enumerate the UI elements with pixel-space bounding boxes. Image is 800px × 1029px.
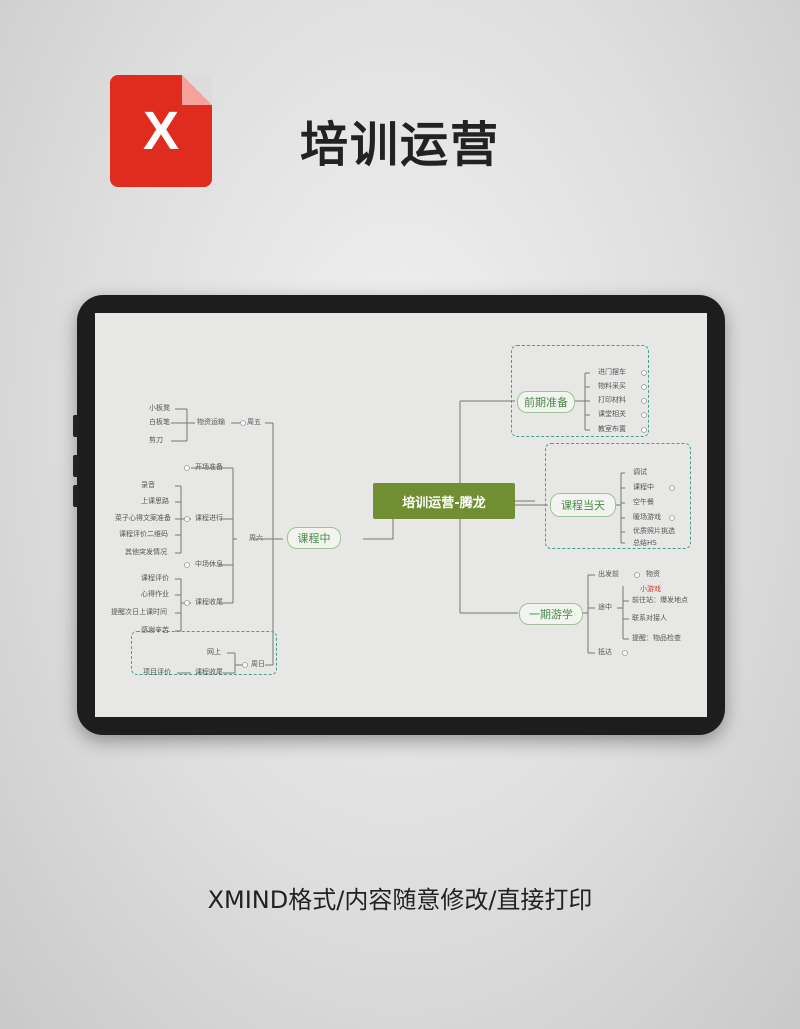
prep-boundary — [511, 345, 649, 437]
prep-item[interactable]: 打印材料 — [598, 396, 626, 404]
page-title: 培训运营 — [300, 117, 501, 173]
study-item[interactable]: 前往站：爆发地点 — [632, 596, 688, 604]
sunday-boundary — [131, 631, 277, 675]
saturday-item[interactable]: 课程评价二维码 — [119, 530, 168, 538]
prep-item[interactable]: 物料采买 — [598, 382, 626, 390]
friday-item[interactable]: 白板笔 — [149, 418, 170, 426]
saturday-group[interactable]: 开场准备 — [195, 463, 223, 471]
friday-sub[interactable]: 物资运输 — [197, 418, 225, 426]
study-item[interactable]: 出发前 — [598, 570, 619, 578]
saturday-item[interactable]: 其他突发情况 — [125, 548, 167, 556]
saturday-item[interactable]: 课程评价 — [141, 574, 169, 582]
study-item[interactable]: 物资 — [646, 570, 660, 578]
day-item[interactable]: 优质照片挑选 — [633, 527, 675, 535]
day-item[interactable]: 课程中 — [633, 483, 654, 491]
tablet-side-button — [73, 415, 79, 437]
saturday-group[interactable]: 中场休息 — [195, 560, 223, 568]
topic-study-tour[interactable]: 一期游学 — [519, 603, 583, 625]
root-topic[interactable]: 培训运营-腾龙 — [373, 483, 515, 519]
study-item[interactable]: 抵达 — [598, 648, 612, 656]
day-item[interactable]: 暖场游戏 — [633, 513, 661, 521]
study-item[interactable]: 联系对接人 — [632, 614, 667, 622]
study-item-highlight[interactable]: 小游戏 — [640, 585, 661, 593]
sunday-extra[interactable]: 项目评价 — [143, 668, 171, 676]
saturday-item[interactable]: 菜子心得文案准备 — [115, 514, 171, 522]
footer-caption: XMIND格式/内容随意修改/直接打印 — [207, 886, 593, 914]
study-item[interactable]: 途中 — [598, 603, 612, 611]
topic-course-day[interactable]: 课程当天 — [550, 493, 616, 517]
prep-item[interactable]: 进门摆车 — [598, 368, 626, 376]
day-item[interactable]: 空午餐 — [633, 498, 654, 506]
logo-letter: X — [142, 101, 180, 161]
prep-item[interactable]: 教室布置 — [598, 425, 626, 433]
prep-item[interactable]: 课堂相关 — [598, 410, 626, 418]
topic-prep[interactable]: 前期准备 — [517, 391, 575, 413]
day-item[interactable]: 调试 — [633, 468, 647, 476]
sunday-sub[interactable]: 课程收尾 — [195, 668, 223, 676]
xmind-logo-icon: X — [110, 75, 212, 187]
saturday-group[interactable]: 课程进行 — [195, 514, 223, 522]
saturday-item[interactable]: 录音 — [141, 481, 155, 489]
study-item[interactable]: 提醒：物品检查 — [632, 634, 681, 642]
friday-label[interactable]: 周五 — [247, 418, 261, 426]
saturday-item[interactable]: 提醒次日上课时间 — [111, 608, 167, 616]
saturday-label[interactable]: 周六 — [249, 534, 263, 542]
tablet-side-button — [73, 485, 79, 507]
saturday-item[interactable]: 上课思路 — [141, 497, 169, 505]
mindmap-canvas[interactable]: 培训运营-腾龙 前期准备 课程当天 一期游学 进门摆车 物料采买 打印材料 课堂… — [95, 313, 707, 717]
saturday-item[interactable]: 心得作业 — [141, 590, 169, 598]
friday-item[interactable]: 小板凳 — [149, 404, 170, 412]
topic-in-course[interactable]: 课程中 — [287, 527, 341, 549]
day-boundary — [545, 443, 691, 549]
tablet-frame: 培训运营-腾龙 前期准备 课程当天 一期游学 进门摆车 物料采买 打印材料 课堂… — [73, 295, 725, 735]
friday-item[interactable]: 剪刀 — [149, 436, 163, 444]
saturday-group[interactable]: 课程收尾 — [195, 598, 223, 606]
sunday-online[interactable]: 网上 — [207, 648, 221, 656]
page-fold-icon — [182, 75, 212, 105]
tablet-side-button — [73, 455, 79, 477]
saturday-item[interactable]: 感谢辛苦 — [141, 626, 169, 634]
day-item[interactable]: 总结HS — [633, 539, 657, 547]
sunday-label[interactable]: 周日 — [251, 660, 265, 668]
